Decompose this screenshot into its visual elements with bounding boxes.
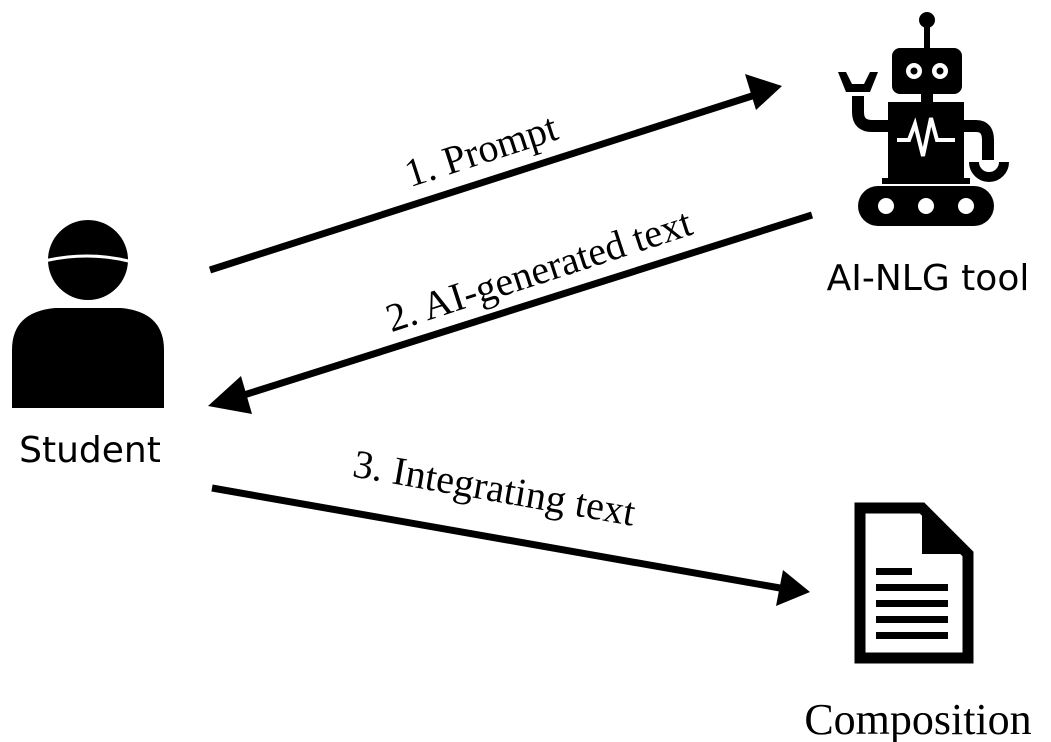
robot-icon: [838, 12, 1009, 226]
ai-generated-text-arrow: [208, 211, 814, 414]
document-icon: [854, 502, 974, 664]
prompt-arrow: [208, 74, 782, 274]
tool-label: AI-NLG tool: [827, 258, 1030, 299]
ai-generated-text-label: 2. AI-generated text: [380, 200, 697, 341]
person-icon: [12, 220, 164, 408]
integrating-text-arrow: [211, 484, 810, 606]
student-label: Student: [19, 430, 161, 471]
composition-label: Composition: [804, 695, 1031, 742]
